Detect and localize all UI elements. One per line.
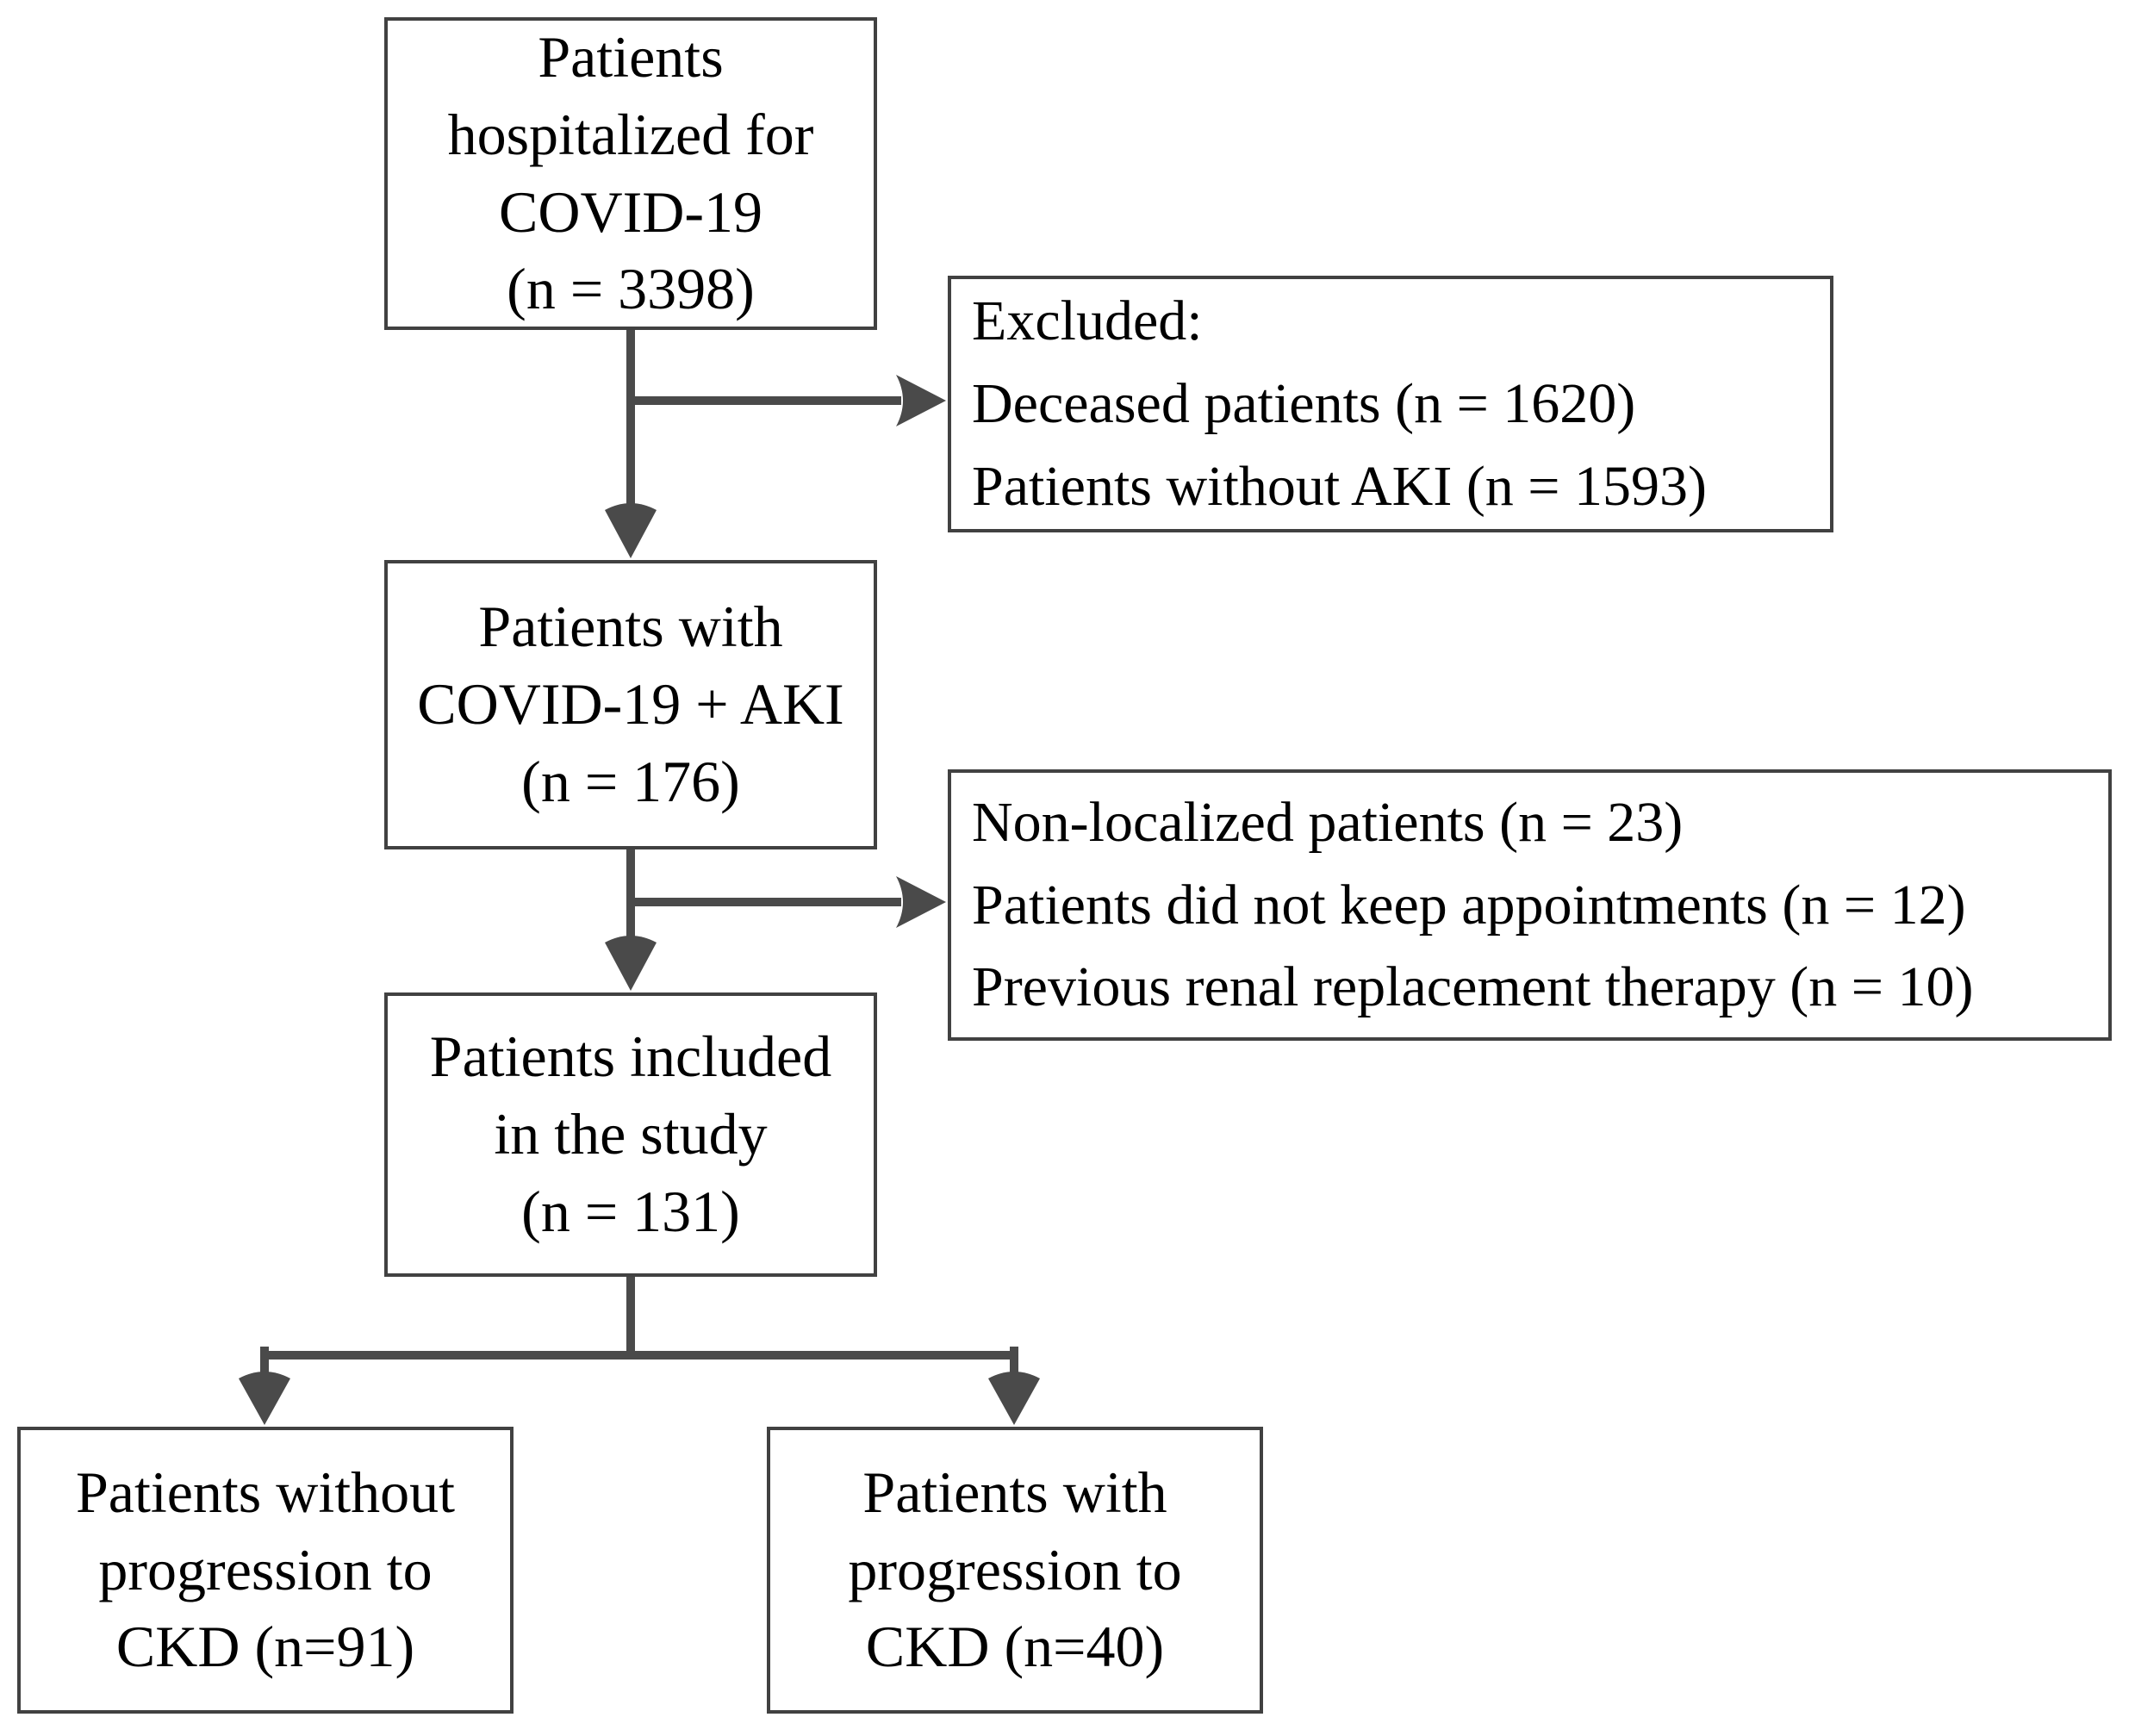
box-line: Patients did not keep appointments (n = …	[972, 873, 1966, 936]
box-line: (n = 176)	[521, 748, 740, 814]
arrow-to-excluded-2	[631, 876, 946, 928]
box-line: (n = 131)	[521, 1178, 740, 1244]
box-line: COVID-19 + AKI	[417, 671, 844, 737]
box-line: CKD (n=40)	[865, 1614, 1165, 1680]
arrow-to-excluded-1	[631, 375, 946, 426]
box-line: hospitalized for	[447, 101, 814, 167]
box-line: Patients without AKI (n = 1593)	[972, 454, 1708, 518]
box-line: progression to	[848, 1536, 1182, 1602]
box-ckd-progression: Patients with progression to CKD (n=40)	[767, 1427, 1263, 1714]
box-line: Patients	[538, 24, 724, 90]
box-line: progression to	[98, 1536, 433, 1602]
box-line: Previous renal replacement therapy (n = …	[972, 955, 1974, 1019]
box-line: Deceased patients (n = 1620)	[972, 372, 1636, 436]
box-line: Patients included	[429, 1024, 832, 1090]
box-line: COVID-19	[499, 178, 762, 245]
box-included: Patients included in the study (n = 131)	[384, 992, 877, 1277]
box-no-ckd-progression: Patients without progression to CKD (n=9…	[17, 1427, 514, 1714]
box-hospitalized: Patients hospitalized for COVID-19 (n = …	[384, 17, 877, 330]
box-line: (n = 3398)	[507, 256, 755, 322]
box-line: Patients with	[478, 594, 783, 660]
box-line: Patients without	[75, 1459, 456, 1525]
box-line: Patients with	[862, 1459, 1167, 1525]
box-line: Non-localized patients (n = 23)	[972, 790, 1684, 854]
box-excluded-2: Non-localized patients (n = 23) Patients…	[948, 769, 2112, 1041]
arrow-aki-to-included	[605, 847, 657, 991]
arrow-top-to-aki	[605, 327, 657, 558]
box-covid-aki: Patients with COVID-19 + AKI (n = 176)	[384, 560, 877, 849]
arrow-split-bottom	[239, 1274, 1040, 1425]
box-line: CKD (n=91)	[115, 1614, 415, 1680]
box-excluded-1: Excluded: Deceased patients (n = 1620) P…	[948, 276, 1833, 532]
box-line: Excluded:	[972, 289, 1203, 353]
box-line: in the study	[494, 1101, 768, 1167]
